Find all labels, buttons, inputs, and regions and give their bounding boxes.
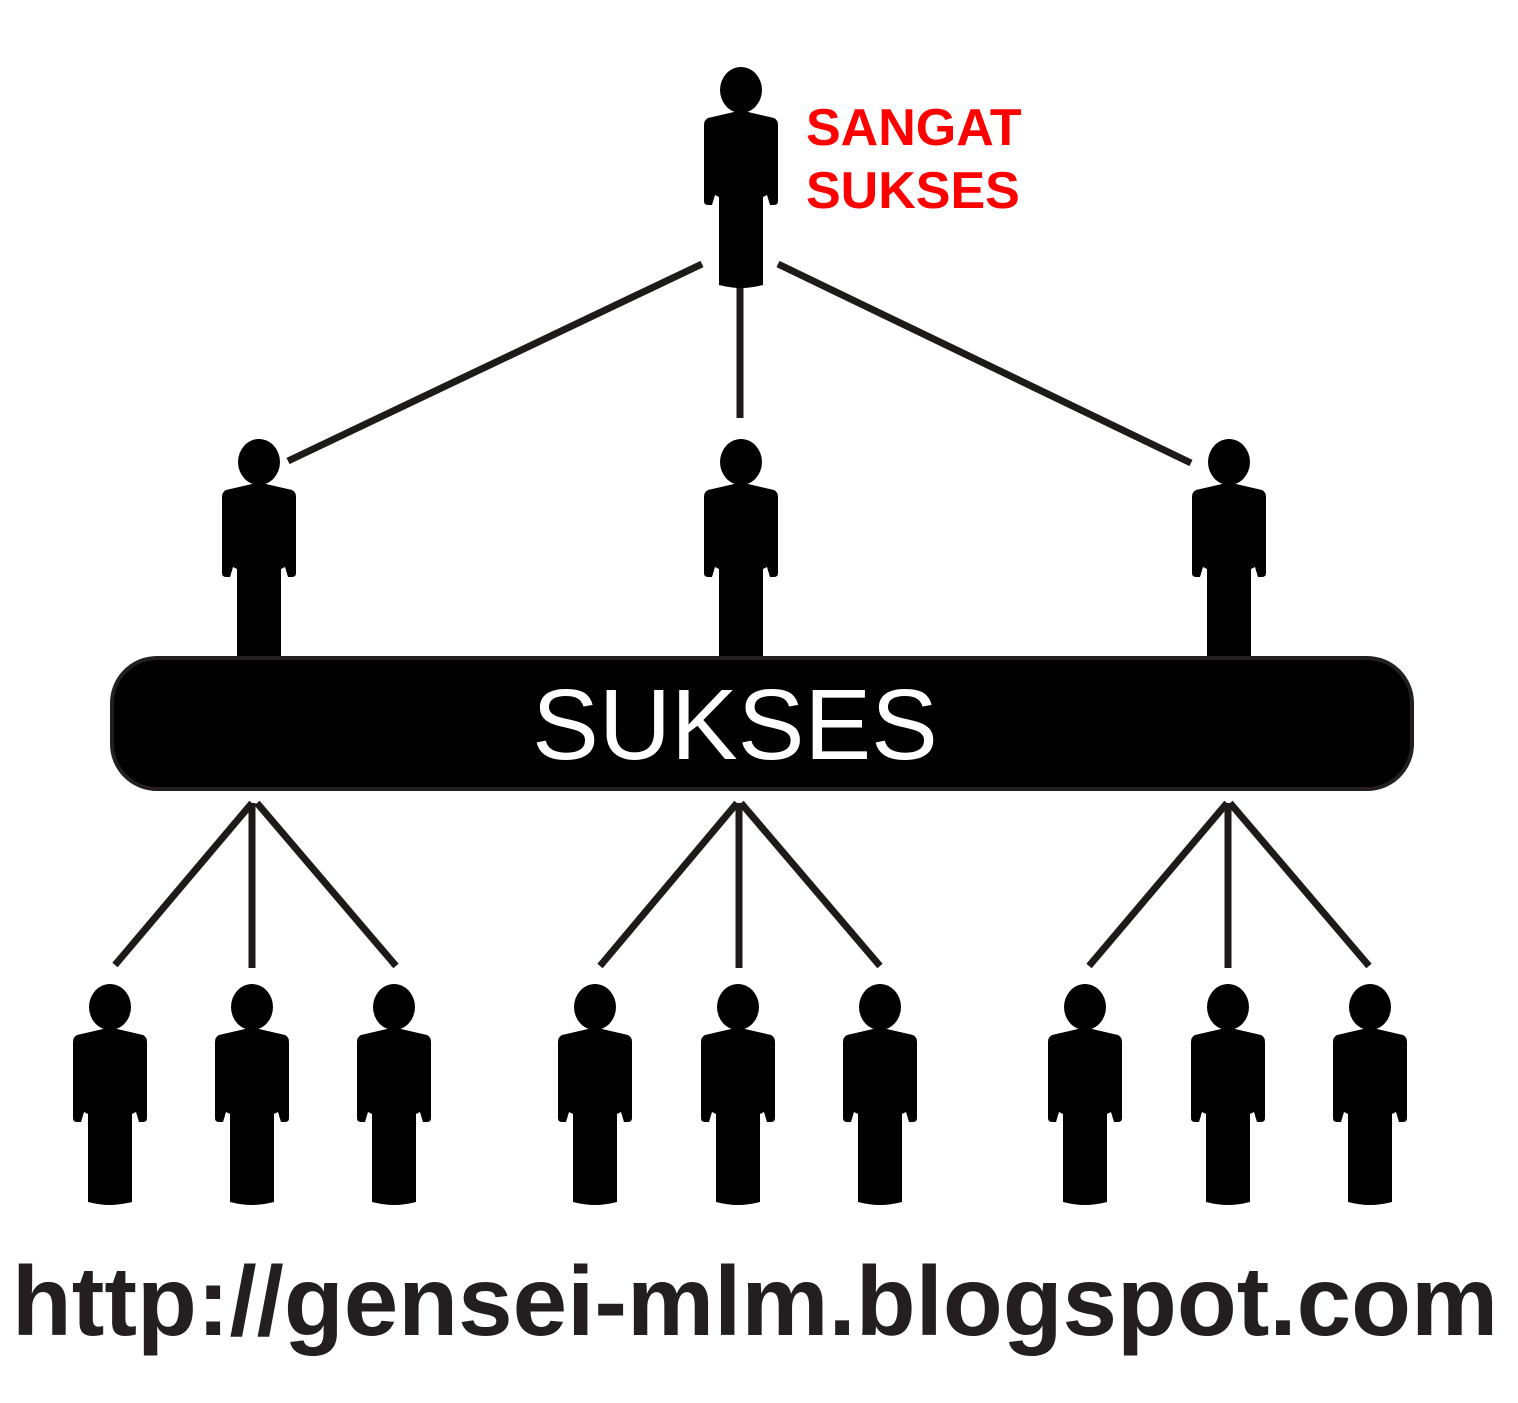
person-level3-5-icon	[701, 984, 775, 1205]
connector-line-12	[1227, 800, 1372, 969]
person-level2-1-icon	[222, 439, 296, 660]
connector-lines	[112, 260, 1372, 969]
person-level3-6-icon	[843, 984, 917, 1205]
person-level3-7-icon	[1048, 984, 1122, 1205]
person-level2-2-icon	[704, 439, 778, 660]
footer-url: http://gensei-mlm.blogspot.com	[12, 1246, 1498, 1356]
person-level2-3-icon	[1192, 439, 1266, 660]
connector-line-7	[597, 800, 740, 969]
connector-line-9	[738, 800, 883, 969]
people-group	[73, 67, 1407, 1205]
sukses-banner	[110, 656, 1414, 791]
connector-line-10	[1086, 800, 1230, 969]
person-top-icon	[704, 67, 778, 288]
person-level3-3-icon	[357, 984, 431, 1205]
sukses-banner-label: SUKSES	[532, 669, 938, 781]
person-level3-1-icon	[73, 984, 147, 1205]
connector-line-1	[286, 260, 704, 465]
person-level3-4-icon	[558, 984, 632, 1205]
top-label-line1: SANGAT	[806, 99, 1022, 157]
person-level3-9-icon	[1333, 984, 1407, 1205]
person-level3-8-icon	[1191, 984, 1265, 1205]
connector-line-3	[776, 260, 1193, 467]
person-level3-2-icon	[215, 984, 289, 1205]
top-label-line2: SUKSES	[806, 162, 1020, 220]
connector-line-6	[254, 800, 399, 969]
connector-line-4	[112, 800, 255, 968]
